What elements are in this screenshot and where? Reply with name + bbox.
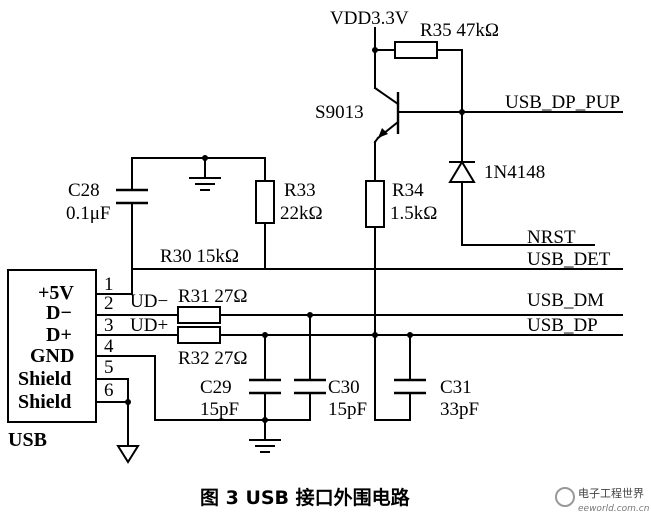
usb-dp-label: USB_DP [527,315,598,336]
ud-plus-label: UD+ [130,315,168,336]
gnd-bus-wire [95,355,266,421]
top-ground-node [202,155,208,161]
r33-name-label: R33 [284,180,316,201]
c30-capacitor [294,378,326,395]
pin-number-2: 2 [104,293,114,314]
c30-name-label: C30 [328,377,360,398]
r31-resistor [177,306,221,324]
usb-det-wire [95,268,623,295]
usb-dm-label: USB_DM [527,290,604,311]
connector-pin-shield2-label: Shield [18,391,71,413]
watermark-line2: eeworld.com.cn [578,504,650,514]
s9013-label: S9013 [315,102,364,123]
c29-node [262,332,268,338]
nrst-label: NRST [527,227,576,248]
eeworld-watermark: 电子工程世界 eeworld.com.cn [555,487,650,514]
ud-minus-label: UD− [130,291,168,312]
top-ground-symbol [189,177,221,191]
pin-number-3: 3 [104,315,114,336]
r31-label: R31 27Ω [178,286,248,307]
r34-dp-node [372,332,378,338]
pin-number-6: 6 [104,380,114,401]
pin-number-1: 1 [104,274,114,295]
usb-det-label: USB_DET [527,249,611,270]
c28-value-label: 0.1μF [66,203,111,224]
r35-wire [374,49,463,113]
r35-label: R35 47kΩ [420,20,499,41]
c30-value-label: 15pF [328,399,367,420]
shield-node [125,399,131,405]
r33-resistor [255,180,275,224]
c30-wire [264,314,311,421]
diode-wire [461,111,595,246]
pin-number-5: 5 [104,357,114,378]
r34-name-label: R34 [392,180,424,201]
connector-pin-dm-label: D− [46,302,72,324]
r34-resistor [365,180,385,228]
1n4148-diode [448,160,476,183]
usb-connector: +5V D− D+ GND Shield Shield [7,269,97,423]
c29-value-label: 15pF [200,399,239,420]
shield-ground-symbol [116,445,140,464]
c31-capacitor [394,378,426,395]
watermark-line1: 电子工程世界 [578,487,644,500]
connector-pin-5v-label: +5V [38,282,74,304]
c28-name-label: C28 [68,180,100,201]
r34-value-label: 1.5kΩ [390,203,437,224]
c28-capacitor [116,188,148,205]
vdd-label: VDD3.3V [330,8,409,29]
c31-node [407,332,413,338]
c28-upper-wire [131,157,266,191]
bottom-ground-symbol [249,439,281,453]
r34-lower-wire [374,226,411,421]
figure-caption: 图 3 USB 接口外围电路 [200,486,411,509]
c31-value-label: 33pF [440,399,479,420]
diode-label: 1N4148 [484,162,545,183]
connector-pin-shield1-label: Shield [18,368,71,390]
r35-resistor [394,41,438,59]
r32-resistor [177,326,221,344]
usb-connector-label: USB [8,429,47,451]
c31-name-label: C31 [440,377,472,398]
shield-wire [95,378,129,447]
usb-dp-pup-label: USB_DP_PUP [505,92,620,113]
connector-pin-gnd-label: GND [30,345,74,367]
s9013-transistor [373,86,463,144]
r30-label: R30 15kΩ [160,246,239,267]
c29-name-label: C29 [200,377,232,398]
r32-label: R32 27Ω [178,348,248,369]
c30-node [307,312,313,318]
c29-capacitor [249,378,281,395]
pin-number-4: 4 [104,336,114,357]
watermark-logo-icon [555,487,575,507]
connector-pin-dp-label: D+ [46,324,72,346]
r33-value-label: 22kΩ [280,203,323,224]
